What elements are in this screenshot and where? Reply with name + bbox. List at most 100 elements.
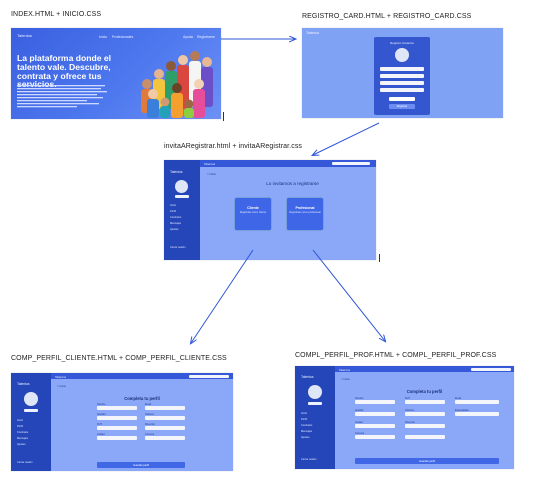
- menu-item: Ajustes: [17, 443, 26, 446]
- registro-submit-button: Registrar: [389, 104, 415, 109]
- arrow-invita-to-prof: [312, 249, 385, 341]
- menu-item: Perfil: [17, 425, 23, 428]
- registro-field: [380, 67, 424, 71]
- save-profile-button: Guardar perfil: [97, 462, 185, 468]
- option-title: Profesional: [295, 206, 315, 210]
- cursor-mark: [379, 254, 380, 262]
- invita-brand: Talentus: [204, 162, 216, 166]
- field-label: Teléfono: [145, 413, 155, 416]
- menu-item: Contratos: [170, 216, 182, 219]
- form-field: [145, 406, 185, 410]
- cliente-logo: Talentus: [17, 382, 30, 386]
- field-label: RUT: [405, 397, 410, 400]
- logout-link: Cerrar sesión: [17, 461, 33, 464]
- cursor-mark: [223, 112, 224, 121]
- invita-thumbnail: Talentus Talentus Inicio Perfil Contrato…: [164, 160, 376, 260]
- form-field: [405, 435, 445, 439]
- menu-item: Perfil: [301, 418, 307, 421]
- field-label: Email: [455, 397, 461, 400]
- index-nav-1: Profesionales: [112, 35, 134, 39]
- prof-topbar: Talentus: [295, 366, 514, 372]
- field-label: Especialidad: [455, 409, 469, 412]
- option-cliente: Cliente Regístrate como cliente: [235, 198, 271, 230]
- menu-item: Inicio: [17, 419, 24, 422]
- field-label: RUT: [97, 423, 102, 426]
- save-profile-label: Guardar perfil: [419, 459, 435, 463]
- search-input: [332, 162, 370, 165]
- registro-field: [380, 81, 424, 85]
- menu-item: Contratos: [17, 431, 29, 434]
- form-title: Completa tu perfil: [124, 396, 160, 401]
- form-field: [97, 416, 137, 420]
- registro-card-title: Registro Usuarios: [390, 41, 414, 45]
- cliente-thumbnail: Talentus Talentus Inicio Perfil Contrato…: [11, 373, 233, 471]
- field-label: Nombre: [97, 403, 106, 406]
- index-nav-0: Inicio: [99, 35, 108, 39]
- prof-thumbnail: Talentus Talentus Inicio Perfil Contrato…: [295, 366, 514, 469]
- form-field: [355, 412, 395, 416]
- arrow-invita-to-cliente: [191, 249, 254, 343]
- save-profile-label: Guardar perfil: [133, 463, 149, 467]
- prof-brand: Talentus: [339, 367, 351, 372]
- field-label: Nombre: [355, 397, 364, 400]
- avatar-icon: [24, 392, 38, 406]
- logout-link: Cerrar sesión: [170, 246, 186, 249]
- people-crowd-illustration: [141, 51, 213, 118]
- field-label: Apellido: [97, 413, 106, 416]
- profile-chip: [24, 409, 38, 412]
- menu-item: Mensajes: [301, 430, 313, 433]
- field-label: Apellido: [355, 409, 364, 412]
- form-field: [97, 436, 137, 440]
- menu-item: Perfil: [170, 210, 176, 213]
- avatar-icon: [395, 48, 409, 62]
- save-profile-button: Guardar perfil: [355, 458, 499, 464]
- prof-logo: Talentus: [301, 375, 314, 379]
- menu-item: Contratos: [301, 424, 313, 427]
- menu-item: Inicio: [301, 412, 308, 415]
- cliente-sidebar: Talentus Inicio Perfil Contratos Mensaje…: [11, 373, 51, 471]
- option-profesional: Profesional Regístrate como profesional: [287, 198, 323, 230]
- caption-registro: REGISTRO_CARD.HTML + REGISTRO_CARD.CSS: [302, 13, 472, 20]
- index-blurb: [17, 85, 107, 108]
- form-field: [145, 436, 185, 440]
- registro-logo: Talentus: [306, 31, 320, 35]
- prof-sidebar: Talentus Inicio Perfil Contratos Mensaje…: [295, 366, 335, 469]
- field-label: Dirección: [145, 423, 155, 426]
- form-field: [145, 416, 185, 420]
- index-headline: La plataforma donde el talento vale. Des…: [17, 53, 112, 90]
- avatar-icon: [308, 385, 322, 399]
- search-input: [471, 367, 511, 371]
- invita-sidebar: Talentus Inicio Perfil Contratos Mensaje…: [164, 160, 200, 260]
- form-field: [145, 426, 185, 430]
- caption-invita: invitaARegistrar.html + invitaARegistrar…: [164, 143, 303, 150]
- logout-link: Cerrar sesión: [301, 458, 317, 461]
- index-thumbnail: Talentus Inicio Profesionales Ayuda Regi…: [11, 28, 221, 119]
- option-title: Cliente: [247, 206, 259, 210]
- form-field: [355, 424, 395, 428]
- menu-item: Ajustes: [170, 228, 179, 231]
- cliente-brand: Talentus: [55, 374, 67, 379]
- registro-card: Registro Usuarios Registrar: [374, 37, 430, 115]
- form-title: Completa tu perfil: [406, 389, 443, 394]
- form-field: [97, 426, 137, 430]
- cliente-topbar: Talentus: [11, 373, 233, 379]
- caption-prof: COMPL_PERFIL_PROF.HTML + COMPL_PERFIL_PR…: [295, 352, 497, 359]
- profile-chip: [308, 402, 322, 405]
- profile-chip: [175, 195, 189, 198]
- registro-button-label: Registrar: [396, 105, 408, 108]
- form-field: [455, 400, 499, 404]
- menu-item: Inicio: [170, 204, 177, 207]
- arrow-registro-to-invita: [313, 122, 380, 155]
- field-label: Dirección: [405, 421, 415, 424]
- invita-question: Lo invitamos a registrarse: [266, 181, 319, 186]
- form-field: [97, 406, 137, 410]
- form-field: [455, 412, 499, 416]
- registro-secondary-button: [389, 97, 415, 101]
- invita-topbar: Talentus: [164, 160, 376, 167]
- caption-cliente: COMP_PERFIL_CLIENTE.HTML + COMP_PERFIL_C…: [11, 355, 227, 362]
- index-logo: Talentus: [17, 33, 32, 38]
- breadcrumb: < Inicio: [207, 172, 216, 176]
- menu-item: Ajustes: [301, 436, 310, 439]
- registro-thumbnail: Talentus Registro Usuarios Registrar: [302, 28, 503, 118]
